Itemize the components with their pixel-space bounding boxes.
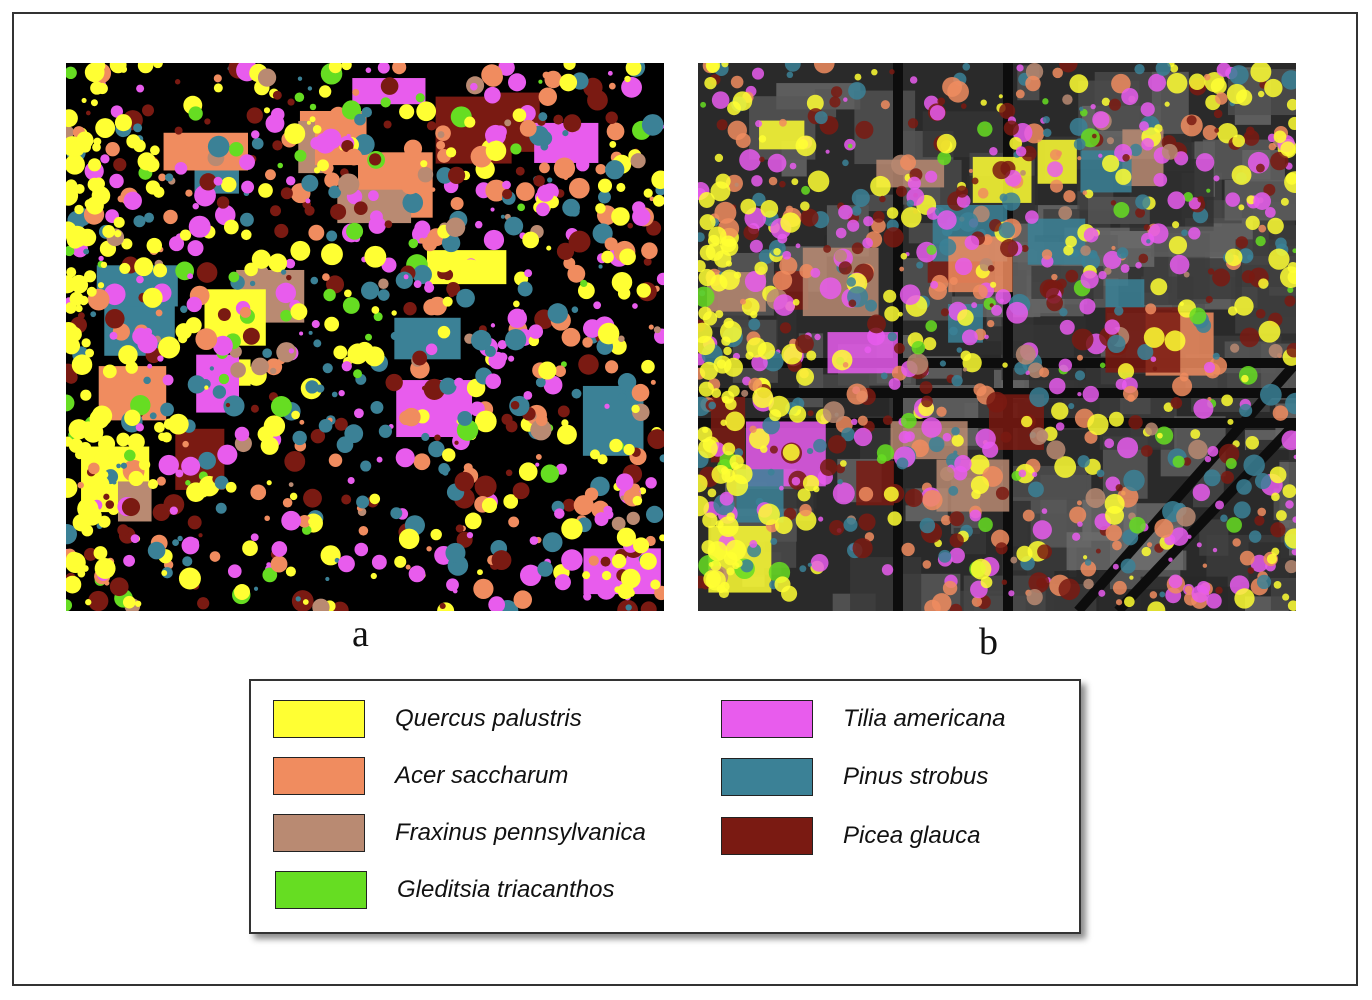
legend-label: Fraxinus pennsylvanica (395, 819, 646, 846)
legend-swatch (273, 757, 365, 795)
legend-swatch (275, 871, 367, 909)
panel-label-a: a (352, 613, 369, 655)
legend-item-pinus-strobus: Pinus strobus (721, 757, 988, 797)
legend-label: Picea glauca (843, 822, 981, 849)
legend-label: Gleditsia triacanthos (397, 876, 615, 903)
legend-label: Quercus palustris (395, 705, 582, 732)
legend-item-quercus-palustris: Quercus palustris (273, 699, 582, 739)
legend-label: Acer saccharum (395, 762, 569, 789)
classified-map-b (698, 63, 1296, 611)
legend-swatch (273, 700, 365, 738)
legend-item-gleditsia-triacanthos: Gleditsia triacanthos (275, 870, 614, 910)
legend-item-fraxinus-pennsylvanica: Fraxinus pennsylvanica (273, 813, 646, 853)
legend-swatch (273, 814, 365, 852)
legend-item-acer-saccharum: Acer saccharum (273, 756, 568, 796)
legend-swatch (721, 817, 813, 855)
legend-label: Tilia americana (843, 705, 1006, 732)
species-legend: Quercus palustris Acer saccharum Fraxinu… (249, 679, 1081, 934)
legend-swatch (721, 700, 813, 738)
legend-item-picea-glauca: Picea glauca (721, 816, 980, 856)
panel-label-b: b (979, 621, 998, 663)
legend-item-tilia-americana: Tilia americana (721, 699, 1006, 739)
classified-map-a (66, 63, 664, 611)
legend-label: Pinus strobus (843, 763, 989, 790)
map-a-canvas (66, 63, 664, 611)
legend-swatch (721, 758, 813, 796)
map-b-canvas (698, 63, 1296, 611)
